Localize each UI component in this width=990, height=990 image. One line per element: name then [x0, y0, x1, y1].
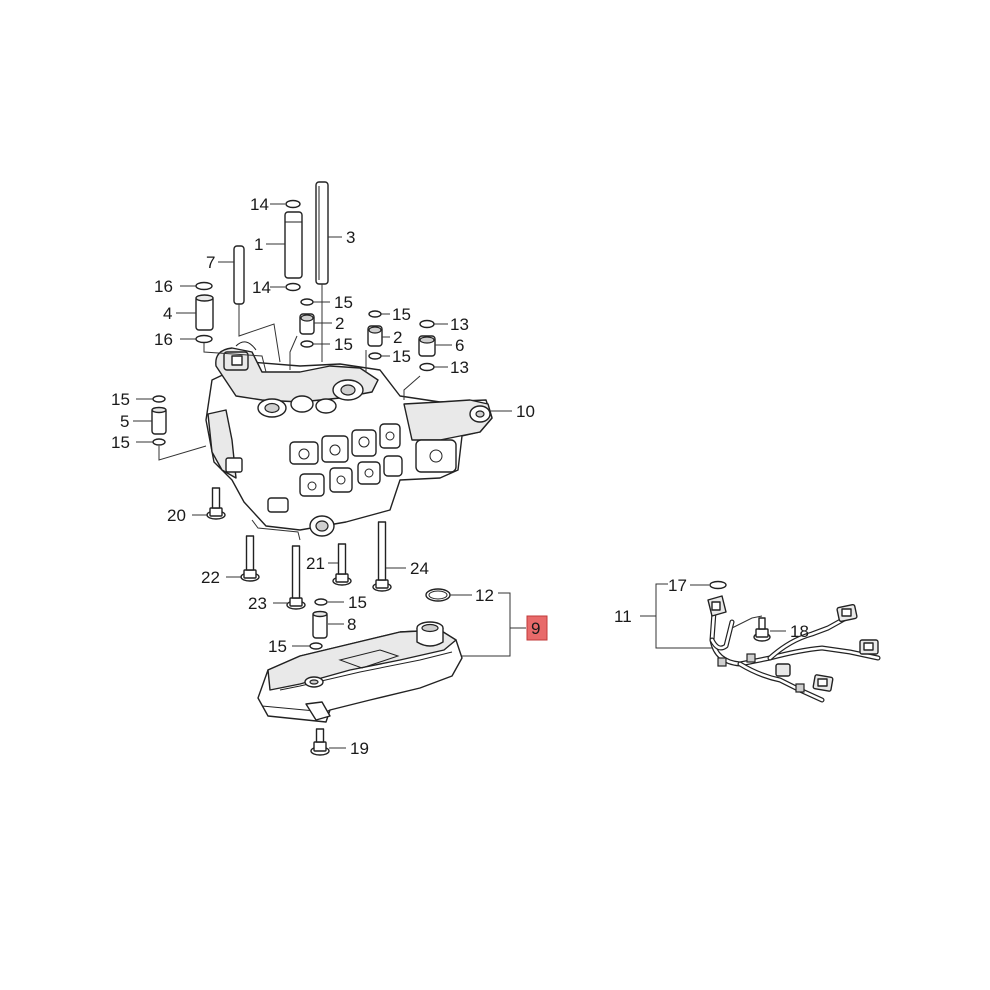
callout-16-bottom: 16 — [154, 330, 173, 349]
callout-12: 12 — [475, 586, 494, 605]
o-ring-15-left-top[interactable] — [152, 395, 166, 403]
bolt-18[interactable] — [753, 617, 771, 642]
pipe-3[interactable] — [315, 181, 329, 285]
callout-15-right-bottom: 15 — [392, 347, 411, 366]
o-ring-15-mid-top[interactable] — [300, 298, 314, 306]
callout-2-left: 2 — [335, 314, 344, 333]
collar-5[interactable] — [151, 406, 167, 435]
collar-2-right[interactable] — [367, 325, 383, 347]
bolt-22[interactable] — [240, 535, 260, 582]
callout-14-bottom: 14 — [252, 278, 271, 297]
bolt-23[interactable] — [286, 545, 306, 610]
callout-2-right: 2 — [393, 328, 402, 347]
callout-20: 20 — [167, 506, 186, 525]
o-ring-15-right-bottom[interactable] — [368, 352, 382, 360]
callout-9: 9 — [531, 619, 540, 638]
collar-8[interactable] — [312, 610, 328, 639]
callout-21: 21 — [306, 554, 325, 573]
o-ring-15-left-bottom[interactable] — [152, 438, 166, 446]
o-ring-12[interactable] — [425, 588, 451, 602]
highlight-box-9 — [526, 615, 548, 641]
collar-2-left[interactable] — [299, 313, 315, 335]
bolt-24[interactable] — [372, 521, 392, 592]
callout-15-right-top: 15 — [392, 305, 411, 324]
o-ring-14-bottom[interactable] — [285, 282, 301, 292]
o-ring-17[interactable] — [709, 580, 727, 590]
callout-15-left-top: 15 — [111, 390, 130, 409]
callout-13-top: 13 — [450, 315, 469, 334]
collar-1[interactable] — [284, 211, 303, 279]
callout-3: 3 — [346, 228, 355, 247]
o-ring-16-top[interactable] — [195, 281, 213, 291]
callout-15-left-bottom: 15 — [111, 433, 130, 452]
callout-18: 18 — [790, 622, 809, 641]
o-ring-14-top[interactable] — [285, 199, 301, 209]
o-ring-13-bottom[interactable] — [419, 362, 435, 372]
valve-body-assembly[interactable] — [205, 341, 493, 537]
callout-6: 6 — [455, 336, 464, 355]
o-ring-15-filter-bottom[interactable] — [309, 642, 323, 650]
callout-22: 22 — [201, 568, 220, 587]
o-ring-15-right-top[interactable] — [368, 310, 382, 318]
callout-16-top: 16 — [154, 277, 173, 296]
oil-strainer-9[interactable] — [257, 621, 463, 723]
callout-15-filter-top: 15 — [348, 593, 367, 612]
callout-4: 4 — [163, 304, 172, 323]
callout-11: 11 — [614, 607, 632, 626]
collar-6[interactable] — [418, 335, 436, 357]
callout-10: 10 — [516, 402, 535, 421]
o-ring-16-bottom[interactable] — [195, 334, 213, 344]
collar-4[interactable] — [195, 294, 214, 331]
callout-1: 1 — [254, 235, 263, 254]
bolt-19[interactable] — [310, 728, 330, 756]
pipe-7[interactable] — [233, 245, 245, 305]
callout-19: 19 — [350, 739, 369, 758]
callout-24: 24 — [410, 559, 429, 578]
leader-lines — [133, 203, 786, 749]
callout-7: 7 — [206, 253, 215, 272]
callout-5: 5 — [120, 412, 129, 431]
callout-14-top: 14 — [250, 195, 269, 214]
callout-15-mid-top: 15 — [334, 293, 353, 312]
o-ring-13-top[interactable] — [419, 319, 435, 329]
callout-15-mid-bottom: 15 — [334, 335, 353, 354]
callout-13-bottom: 13 — [450, 358, 469, 377]
bolt-20[interactable] — [206, 487, 226, 520]
callout-labels: 14 1 3 7 14 16 4 16 15 2 15 15 2 15 13 6… — [111, 195, 809, 758]
callout-15-filter-bottom: 15 — [268, 637, 287, 656]
bolt-21[interactable] — [332, 543, 352, 586]
wire-harness-11[interactable] — [707, 595, 881, 703]
o-ring-15-filter-top[interactable] — [314, 598, 328, 606]
callout-8: 8 — [347, 615, 356, 634]
callout-23: 23 — [248, 594, 267, 613]
o-ring-15-mid-bottom[interactable] — [300, 340, 314, 348]
callout-17: 17 — [668, 576, 687, 595]
